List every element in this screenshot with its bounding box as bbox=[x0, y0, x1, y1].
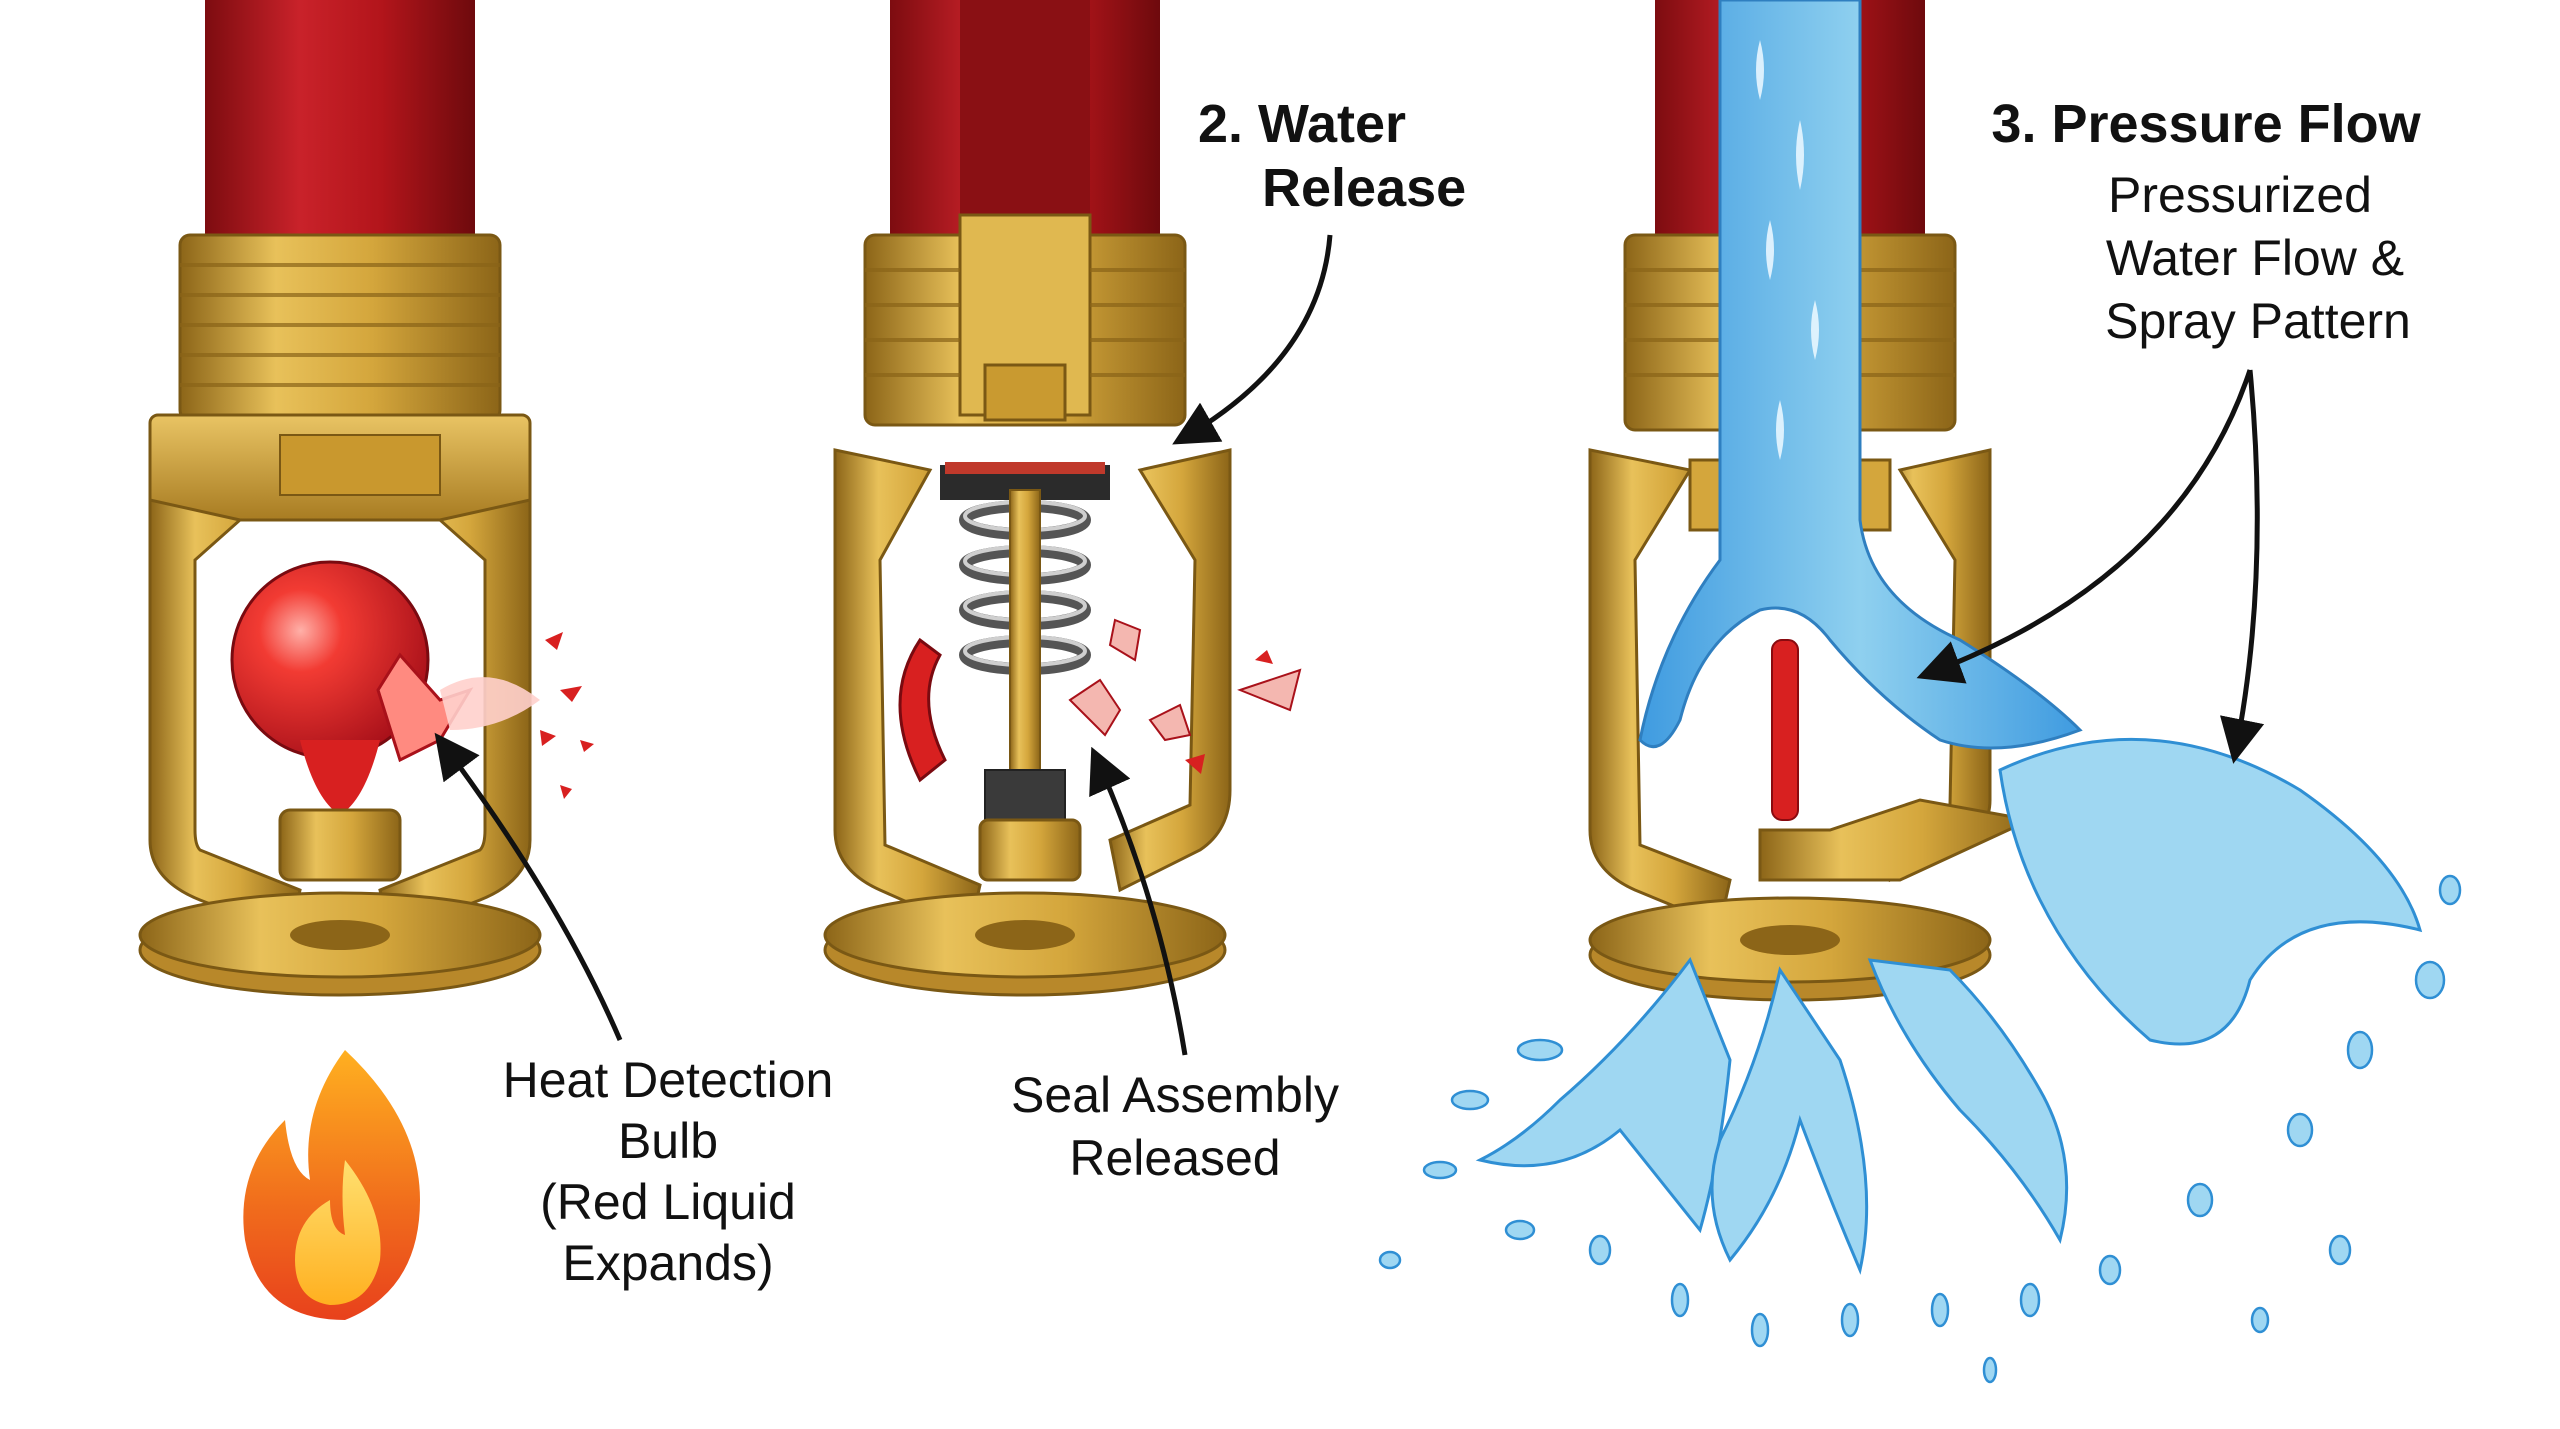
sprinkler-3-frame bbox=[1588, 448, 1732, 928]
label-heat-bulb-line-3: (Red Liquid bbox=[540, 1174, 796, 1230]
arrow-pressure-flow-2 bbox=[2219, 369, 2265, 764]
label-heat-bulb-line-2: Bulb bbox=[618, 1113, 718, 1169]
arrows bbox=[434, 234, 2265, 1056]
label-pressure-flow-line-1: Pressurized bbox=[2108, 167, 2372, 223]
sprinkler-1-pipe bbox=[205, 0, 475, 245]
arrow-seal-assembly bbox=[1089, 746, 1188, 1056]
flame-icon bbox=[243, 1050, 420, 1320]
sprinkler-1-threads bbox=[178, 233, 502, 422]
sprinkler-1-intact bbox=[138, 0, 594, 997]
label-seal-assembly-line-2: Released bbox=[1069, 1130, 1280, 1186]
sprinkler-3-flowing bbox=[1378, 0, 2462, 1384]
label-water-release-line-2: Release bbox=[1262, 158, 1466, 218]
sprinkler-2-stem bbox=[1009, 489, 1041, 801]
sprinkler-3-water-column bbox=[1638, 0, 2083, 750]
label-pressure-flow-title: 3. Pressure Flow bbox=[1991, 94, 2421, 154]
label-pressure-flow-line-2: Water Flow & bbox=[2106, 230, 2404, 286]
label-heat-bulb-line-1: Heat Detection bbox=[503, 1052, 834, 1108]
sprinkler-2-cutaway bbox=[823, 0, 1302, 997]
arrow-water-release bbox=[1172, 234, 1333, 445]
sprinkler-3-red-stem bbox=[1771, 639, 1799, 821]
sprinkler-1-cap bbox=[278, 808, 402, 882]
label-water-release-line-1: 2. Water bbox=[1198, 94, 1406, 154]
label-seal-assembly-line-1: Seal Assembly bbox=[1011, 1067, 1339, 1123]
label-heat-bulb-line-4: Expands) bbox=[562, 1235, 773, 1291]
sprinkler-2-frame bbox=[833, 448, 982, 933]
label-pressure-flow: 3. Pressure Flow Pressurized Water Flow … bbox=[1991, 94, 2421, 349]
label-water-release: 2. Water Release bbox=[1198, 94, 1466, 218]
sprinkler-2-deflector bbox=[823, 891, 1227, 997]
label-pressure-flow-line-3: Spray Pattern bbox=[2105, 293, 2411, 349]
label-seal-assembly: Seal Assembly Released bbox=[1011, 1067, 1339, 1186]
sprinkler-1-deflector bbox=[138, 891, 542, 997]
arrow-pressure-flow-1 bbox=[1916, 369, 2253, 684]
arrow-heat-bulb bbox=[434, 732, 623, 1041]
label-heat-bulb: Heat Detection Bulb (Red Liquid Expands) bbox=[503, 1052, 834, 1291]
